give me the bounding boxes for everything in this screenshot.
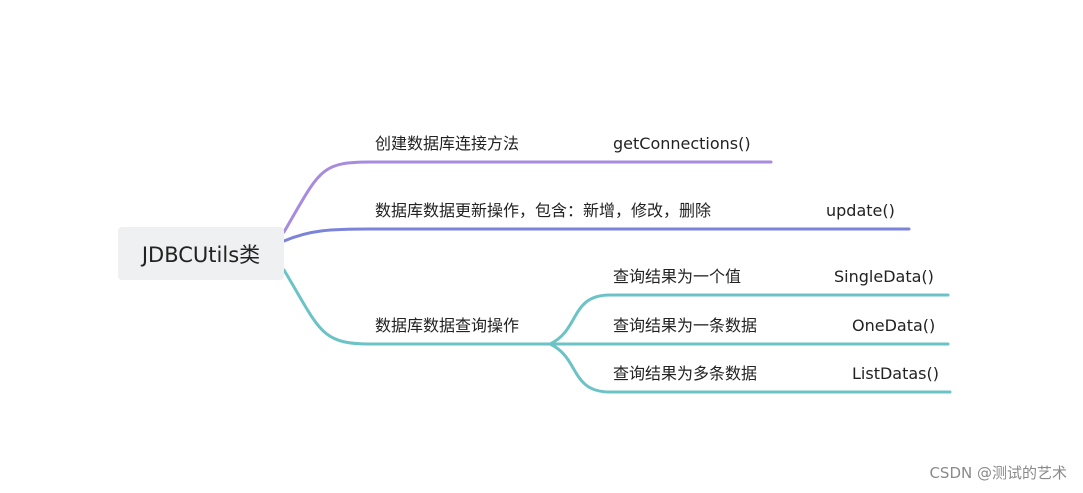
branch-query-label[interactable]: 数据库数据查询操作 <box>375 316 520 335</box>
root-label: JDBCUtils类 <box>141 242 261 267</box>
watermark: CSDN @测试的艺术 <box>929 464 1067 482</box>
branch-connect-method[interactable]: getConnections() <box>613 134 751 153</box>
branch-connect-line <box>282 160 773 234</box>
branch-update-method[interactable]: update() <box>826 201 895 220</box>
branch-connect-label[interactable]: 创建数据库连接方法 <box>375 134 520 153</box>
query-child-list-line <box>548 342 952 394</box>
branch-query-line <box>282 268 552 346</box>
query-child-list-method[interactable]: ListDatas() <box>852 364 939 383</box>
branch-update-label[interactable]: 数据库数据更新操作，包含：新增，修改，删除 <box>375 201 712 220</box>
query-child-one-label[interactable]: 查询结果为一条数据 <box>613 316 758 335</box>
query-child-single-line <box>548 293 950 346</box>
query-child-list-label[interactable]: 查询结果为多条数据 <box>613 364 758 383</box>
branch-update-line <box>282 227 911 243</box>
root-node[interactable]: JDBCUtils类 <box>118 227 284 280</box>
query-child-one-method[interactable]: OneData() <box>852 316 936 335</box>
query-child-single-method[interactable]: SingleData() <box>834 267 934 286</box>
query-child-single-label[interactable]: 查询结果为一个值 <box>613 267 742 286</box>
